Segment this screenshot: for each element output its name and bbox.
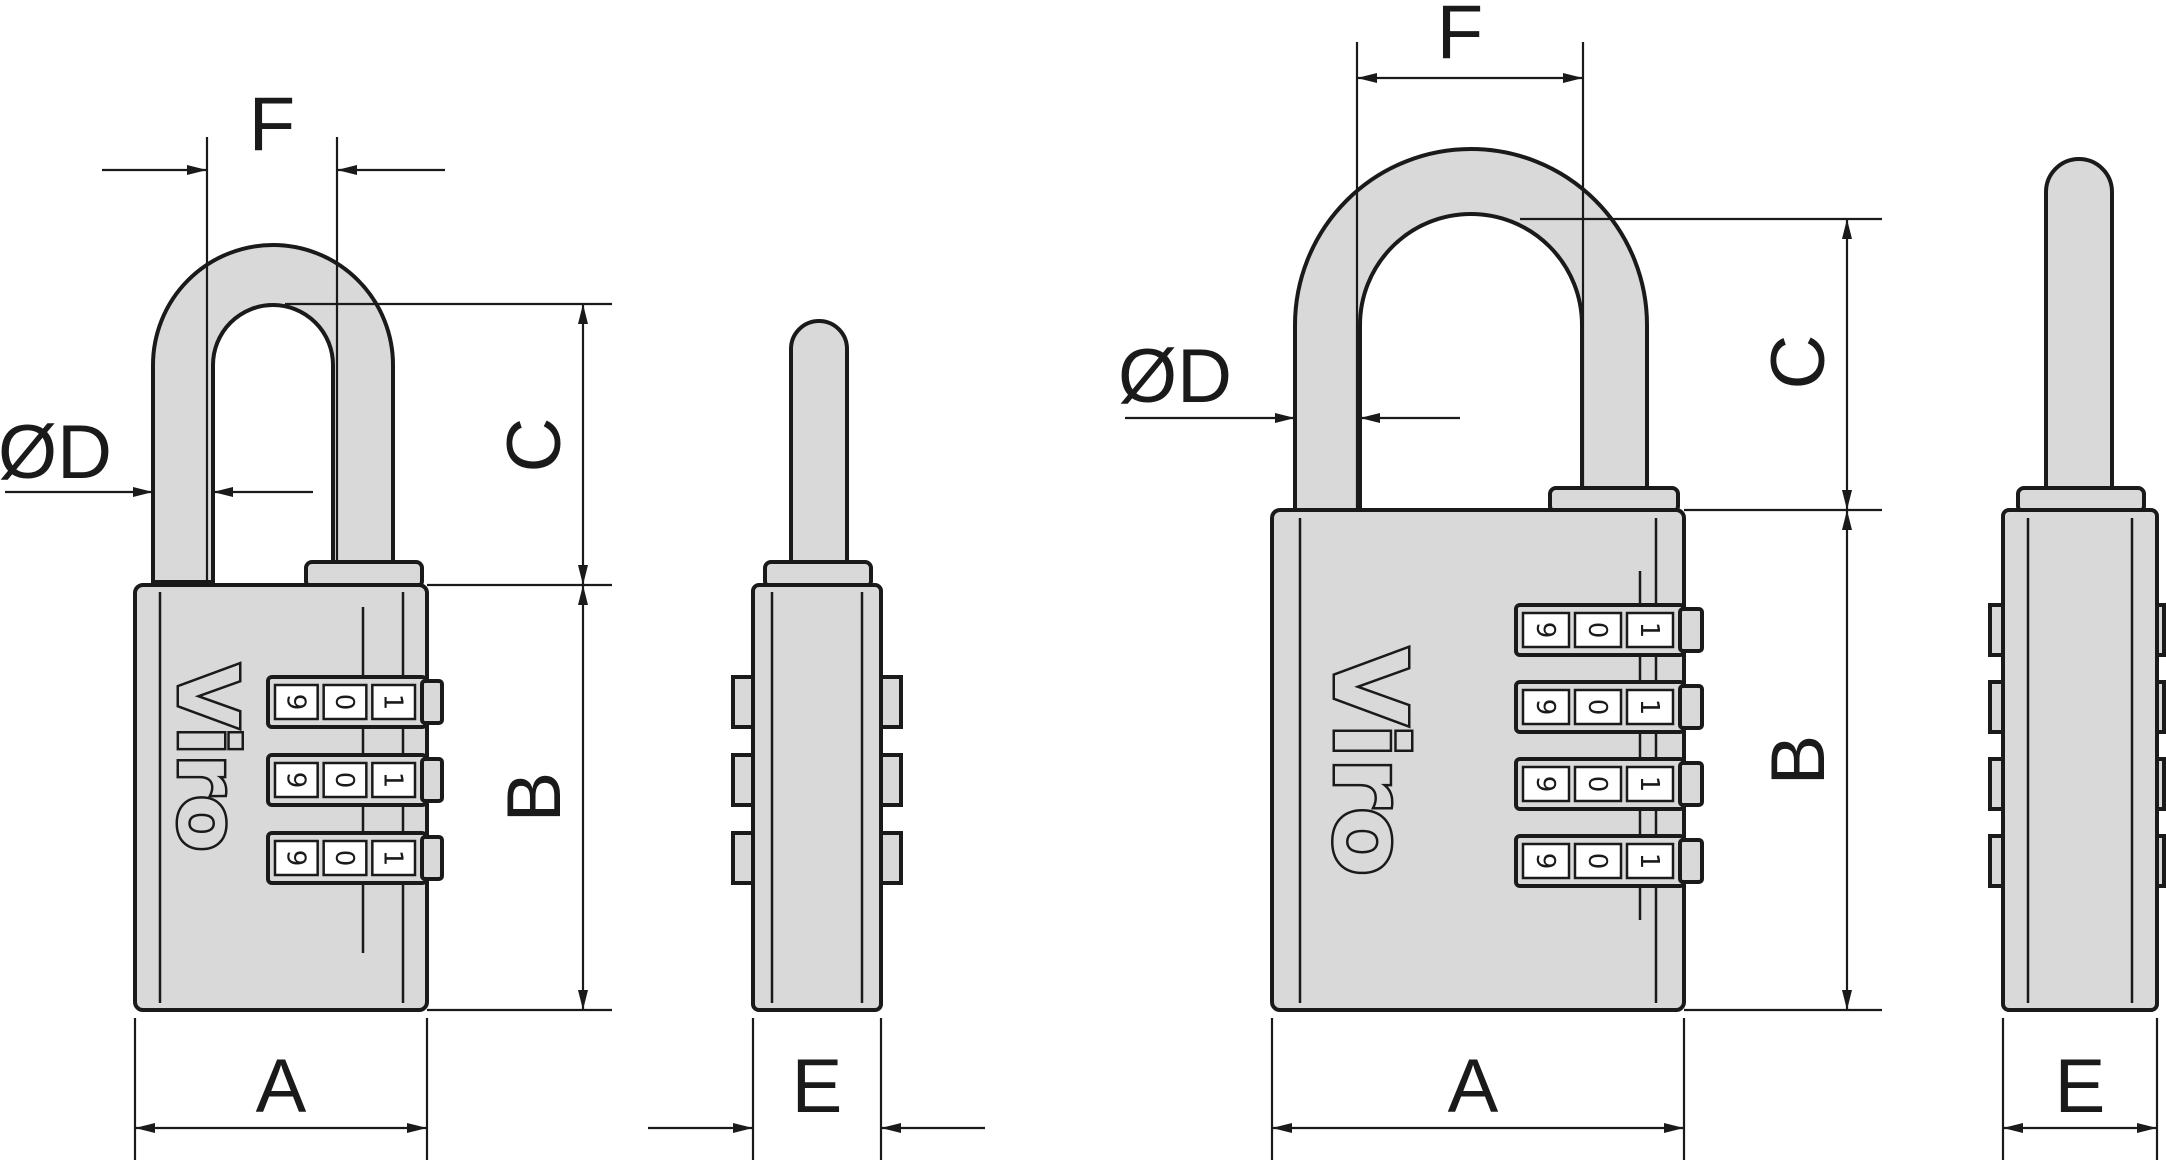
wheel-digit: 0: [1582, 776, 1612, 793]
small-shackle: [151, 243, 395, 584]
small-lock-side-view: [731, 319, 903, 1012]
combination-wheel[interactable]: 1 0 9: [266, 675, 444, 729]
small-dim-C: C: [492, 418, 577, 473]
wheel-digit: 9: [1530, 776, 1560, 793]
wheel-digit: 0: [1582, 853, 1612, 870]
wheel-digit: 0: [1582, 699, 1612, 716]
wheel-digit: 9: [1530, 699, 1560, 716]
large-dim-A: A: [1448, 1044, 1499, 1129]
wheel-digit: 0: [1582, 622, 1612, 639]
large-dim-B: B: [1756, 735, 1841, 786]
large-side-body: [2001, 508, 2159, 1012]
wheel-digit: 9: [280, 850, 310, 867]
small-dim-D: ØD: [0, 410, 112, 495]
wheel-digit: 1: [1634, 853, 1664, 870]
large-dim-F: F: [1437, 0, 1483, 75]
wheel-digit: 9: [280, 694, 310, 711]
small-dim-F: F: [249, 82, 295, 167]
large-combination-wheels: 1 0 9 1 0 9 1 0 9 1 0 9: [1514, 571, 1704, 920]
wheel-digit: 0: [329, 772, 359, 789]
large-dimensions: F C B ØD A E: [1118, 0, 2159, 1160]
small-dim-B: B: [492, 772, 577, 823]
wheel-digit: 1: [1634, 776, 1664, 793]
large-dim-D: ØD: [1118, 334, 1232, 419]
combination-wheel[interactable]: 1 0 9: [1514, 834, 1704, 888]
wheel-digit: 1: [378, 850, 408, 867]
combination-wheel[interactable]: 1 0 9: [1514, 680, 1704, 734]
wheel-digit: 9: [1530, 622, 1560, 639]
combination-wheel[interactable]: 1 0 9: [1514, 757, 1704, 811]
wheel-digit: 0: [329, 694, 359, 711]
small-side-body: [751, 583, 883, 1012]
small-brand-logo: Viro: [159, 665, 254, 852]
small-dim-E: E: [792, 1044, 843, 1129]
large-dim-E: E: [2055, 1044, 2106, 1129]
large-lock-side-view: [1988, 157, 2166, 1012]
wheel-digit: 1: [1634, 622, 1664, 639]
small-lock-front-view: 1 0 9 1 0 9 1 0 9 Viro: [133, 243, 444, 1012]
wheel-digit: 0: [329, 850, 359, 867]
combination-wheel[interactable]: 1 0 9: [1514, 603, 1704, 657]
small-combination-wheels: 1 0 9 1 0 9 1 0 9: [266, 607, 444, 953]
small-side-shackle: [789, 319, 849, 572]
wheel-digit: 9: [1530, 853, 1560, 870]
wheel-digit: 1: [378, 772, 408, 789]
large-brand-logo: Viro: [1311, 648, 1428, 876]
small-dim-A: A: [256, 1044, 307, 1129]
combination-wheel[interactable]: 1 0 9: [266, 831, 444, 885]
wheel-digit: 1: [378, 694, 408, 711]
large-side-shackle: [2044, 157, 2114, 502]
small-dimensions: F C B ØD A E: [0, 82, 985, 1160]
large-shackle: [1293, 147, 1649, 514]
large-dim-C: C: [1756, 335, 1841, 390]
wheel-digit: 1: [1634, 699, 1664, 716]
wheel-digit: 9: [280, 772, 310, 789]
large-lock-front-view: 1 0 9 1 0 9 1 0 9 1 0 9 Viro: [1270, 147, 1704, 1012]
combination-wheel[interactable]: 1 0 9: [266, 753, 444, 807]
